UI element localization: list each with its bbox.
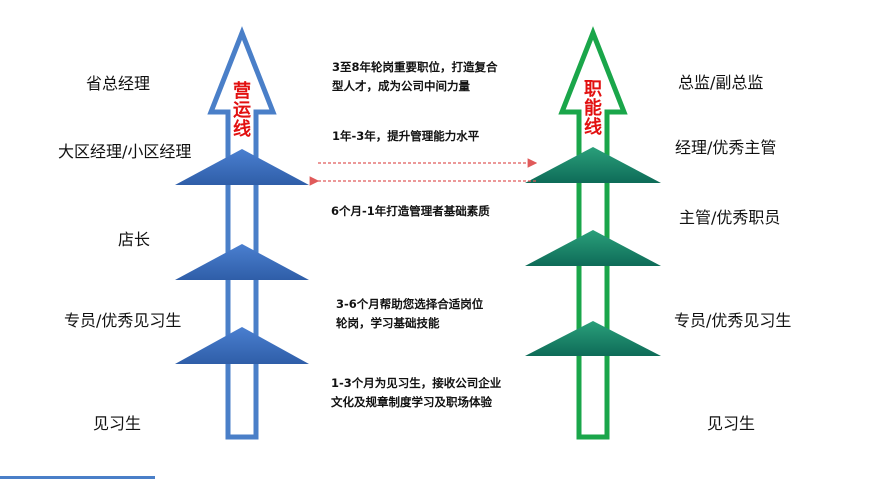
operations-track-title: 营 运 线 xyxy=(231,82,253,139)
milestone-description: 3-6个月帮助您选择合适岗位 轮岗，学习基础技能 xyxy=(336,295,483,333)
right-level-label: 总监/副总监 xyxy=(678,73,764,92)
title-char: 营 xyxy=(233,81,251,102)
title-char: 能 xyxy=(584,98,602,119)
title-char: 线 xyxy=(584,117,602,138)
function-track-title: 职 能 线 xyxy=(582,80,604,137)
title-char: 线 xyxy=(233,119,251,140)
right-level-label: 见习生 xyxy=(707,414,756,433)
milestone-line: 3-6个月帮助您选择合适岗位 xyxy=(336,297,484,311)
milestone-line: 轮岗，学习基础技能 xyxy=(336,316,440,330)
left-level-label: 见习生 xyxy=(93,414,142,433)
function-level-marker xyxy=(525,321,661,356)
right-level-label: 主管/优秀职员 xyxy=(679,208,781,227)
milestone-line: 1-3个月为见习生，接收公司企业 xyxy=(331,376,502,390)
operations-level-marker xyxy=(175,244,309,280)
left-level-label: 店长 xyxy=(118,230,151,249)
title-char: 职 xyxy=(584,79,602,100)
milestone-line: 1年-3年，提升管理能力水平 xyxy=(332,129,480,143)
milestone-description: 1-3个月为见习生，接收公司企业 文化及规章制度学习及职场体验 xyxy=(331,374,501,412)
milestone-line: 3至8年轮岗重要职位，打造复合 xyxy=(332,60,498,74)
operations-level-marker xyxy=(175,327,309,364)
milestone-line: 6个月-1年打造管理者基础素质 xyxy=(331,204,490,218)
milestone-description: 6个月-1年打造管理者基础素质 xyxy=(331,202,490,221)
function-level-marker xyxy=(525,230,661,266)
title-char: 运 xyxy=(233,100,251,121)
milestone-line: 型人才，成为公司中间力量 xyxy=(332,79,470,93)
right-level-label: 经理/优秀主管 xyxy=(675,138,777,157)
operations-track-arrow xyxy=(207,26,277,440)
slide-footer-bar xyxy=(0,476,155,479)
right-level-label: 专员/优秀见习生 xyxy=(674,311,792,330)
left-level-label: 专员/优秀见习生 xyxy=(64,311,182,330)
milestone-description: 3至8年轮岗重要职位，打造复合 型人才，成为公司中间力量 xyxy=(332,58,498,96)
milestone-line: 文化及规章制度学习及职场体验 xyxy=(331,395,492,409)
function-level-marker xyxy=(525,147,661,183)
milestone-description: 1年-3年，提升管理能力水平 xyxy=(332,127,479,146)
operations-level-marker xyxy=(175,149,309,185)
left-level-label: 大区经理/小区经理 xyxy=(58,142,192,161)
left-level-label: 省总经理 xyxy=(86,74,151,93)
